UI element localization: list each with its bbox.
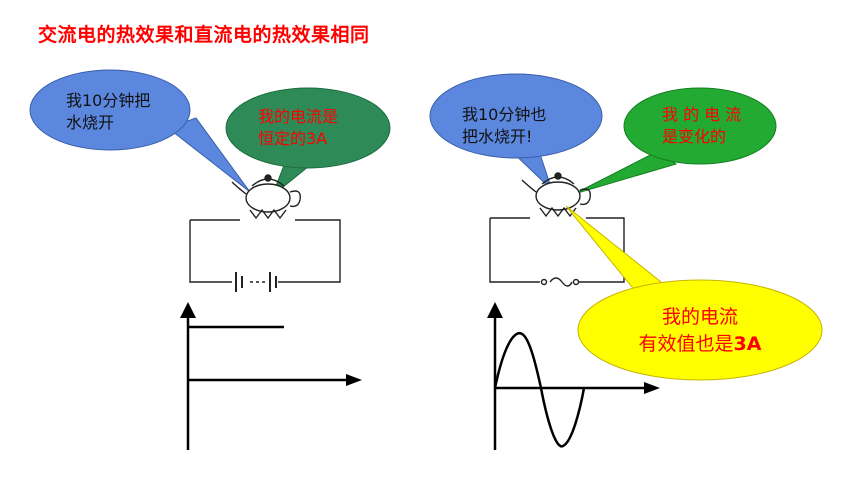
slide-title: 交流电的热效果和直流电的热效果相同	[38, 24, 370, 46]
right-ac-circuit	[489, 217, 625, 287]
ac-current-graph	[487, 302, 660, 450]
left-current-speech: 我的电流是 恒定的3A	[258, 107, 339, 148]
left-kettle-speech: 我10分钟把 水烧开	[66, 91, 151, 132]
right-current-speech: 我 的 电 流 是变化的	[662, 105, 742, 146]
right-rms-speech: 我的电流 有效值也是3A	[638, 306, 762, 355]
right-kettle-speech: 我10分钟也 把水烧开!	[462, 105, 547, 146]
ac-sine-wave	[493, 331, 586, 448]
right-current-speech-bubble	[573, 87, 777, 195]
left-dc-circuit	[189, 219, 341, 292]
right-rms-speech-bubble	[565, 205, 823, 381]
left-kettle-icon	[231, 174, 301, 220]
left-kettle-speech-bubble	[29, 69, 251, 193]
right-kettle-icon	[521, 172, 591, 218]
dc-current-graph	[180, 302, 362, 450]
right-kettle-speech-bubble	[429, 73, 603, 191]
